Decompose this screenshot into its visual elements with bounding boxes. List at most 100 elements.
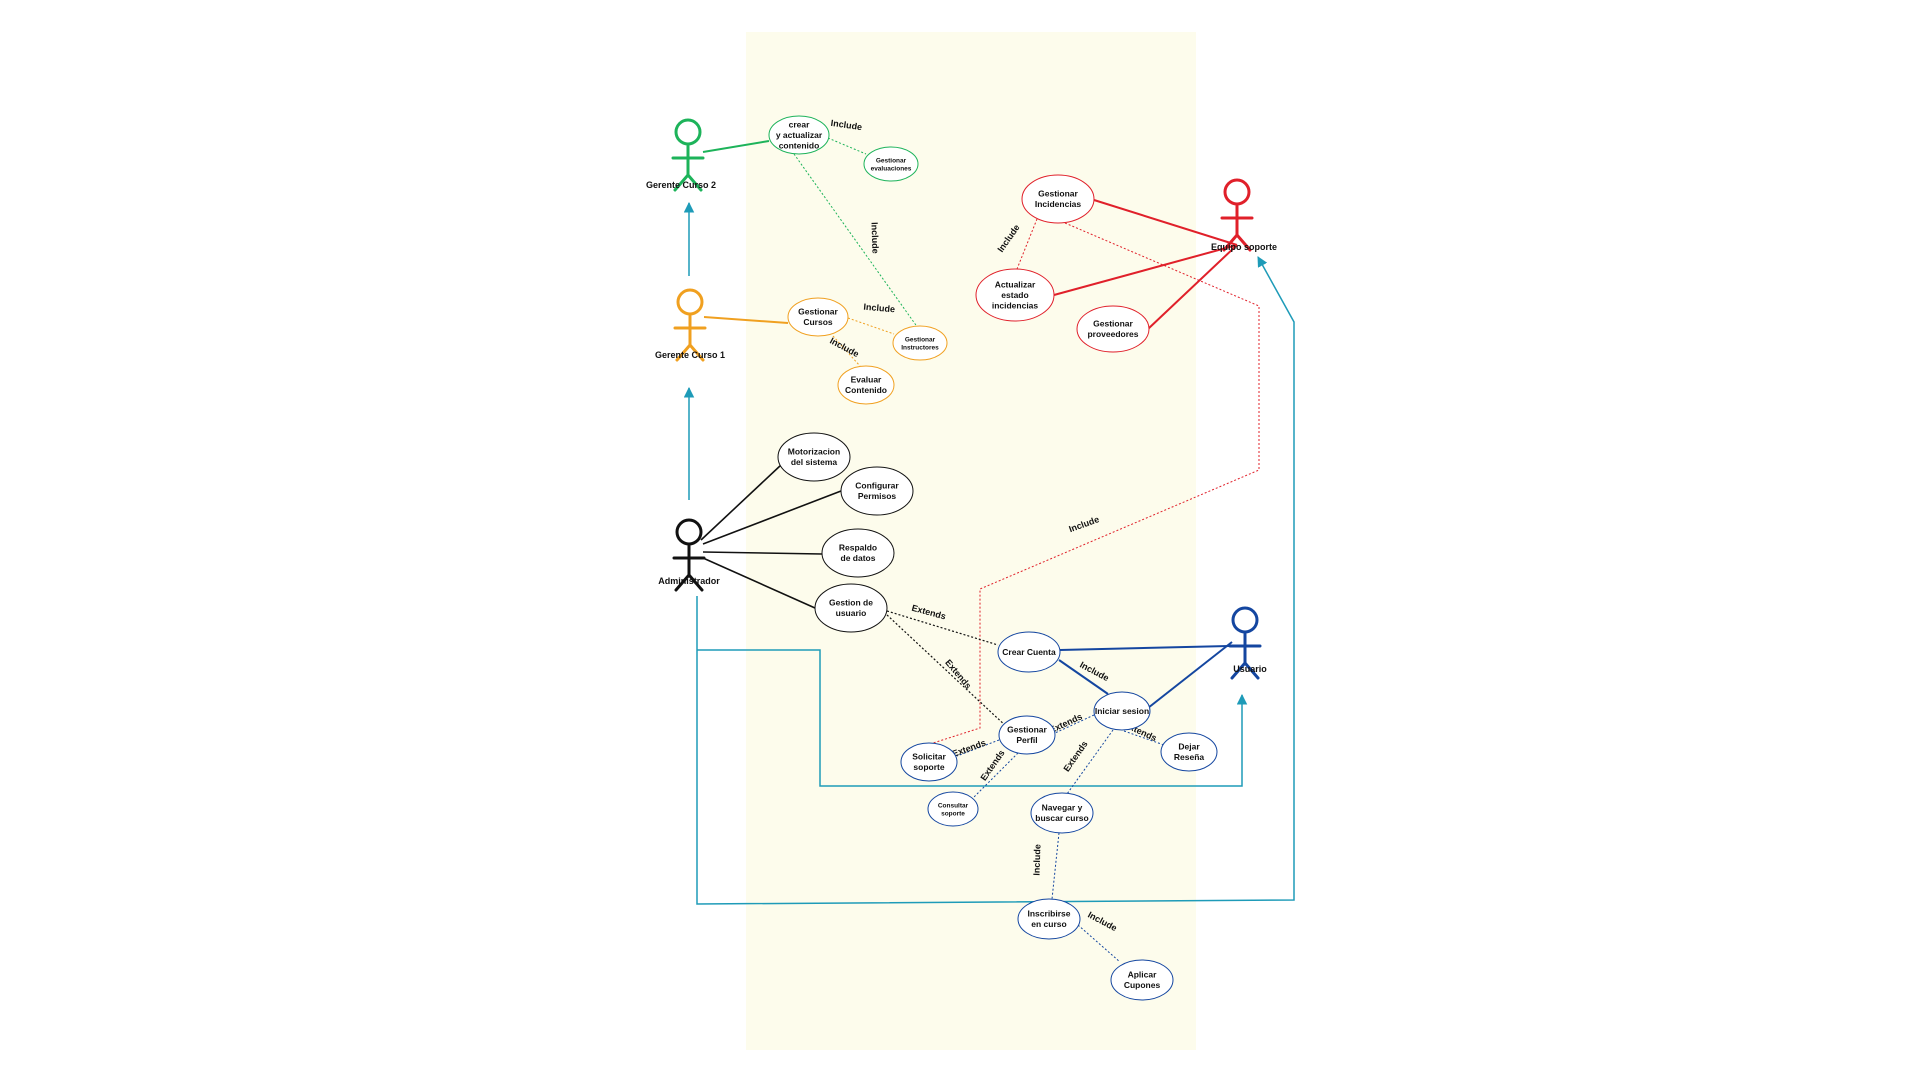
usecase-ellipse [1030, 792, 1094, 834]
actor-label: Usuario [1233, 664, 1267, 674]
usecase-label: proveedores [1087, 329, 1138, 339]
usecase-label: Instructores [901, 344, 939, 351]
usecase-label: Evaluar [851, 375, 882, 385]
association-line [1147, 641, 1233, 709]
usecase-label: Perfil [1016, 735, 1037, 745]
usecase-label: Motorizacion [788, 447, 840, 457]
actor-label: Gerente Curso 2 [646, 180, 716, 190]
usecase-ellipse [840, 466, 914, 516]
usecase-label: Gestionar [876, 157, 907, 164]
association-line [1059, 645, 1230, 651]
stick-figure-icon [1220, 178, 1254, 252]
usecase-ellipse [777, 432, 851, 482]
relation-label: Include [830, 118, 863, 132]
usecase-label: incidencias [992, 300, 1039, 310]
include-line [1016, 218, 1038, 270]
usecase-label: Actualizar [995, 279, 1036, 289]
usecase-label: Incidencias [1035, 199, 1082, 209]
association-line [703, 316, 789, 324]
actor-label: Administrador [658, 576, 720, 586]
usecase-label: contenido [779, 140, 820, 150]
extends-line [886, 610, 999, 646]
usecase-label: Solicitar [912, 752, 946, 762]
usecase-label: Configurar [855, 481, 899, 491]
usecase-label: y actualizar [776, 130, 823, 140]
usecase-ellipse [787, 297, 849, 337]
usecase-label: en curso [1031, 919, 1066, 929]
usecase-ellipse [1017, 898, 1081, 940]
usecase-label: Gestion de [829, 598, 873, 608]
usecase-crear-cuenta[interactable]: Crear Cuenta [997, 631, 1061, 673]
flow-connector [696, 256, 1295, 905]
actor-gerente1: Gerente Curso 1 [655, 288, 725, 362]
usecase-label: Gestionar [1007, 725, 1047, 735]
usecase-ellipse [1160, 732, 1218, 772]
extends-line [1054, 714, 1095, 734]
actor-usuario: Usuario [1228, 606, 1267, 680]
usecase-label: de datos [841, 553, 876, 563]
stick-figure-icon [672, 518, 706, 592]
relation-label: Include [869, 222, 880, 254]
include-line [847, 317, 895, 335]
actors: Gerente Curso 2 Gerente Curso 1 Administra… [646, 118, 1277, 680]
usecase-ellipse [768, 115, 830, 155]
usecase-label: Inscribirse [1028, 909, 1071, 919]
usecase-label: Aplicar [1128, 970, 1158, 980]
usecase-ellipse [997, 631, 1061, 673]
association-line [702, 490, 842, 545]
stick-figure-icon [671, 118, 705, 192]
actor-label: Equipo soporte [1211, 242, 1277, 252]
usecase-label: Gestionar [1093, 319, 1133, 329]
association-line [700, 464, 782, 541]
usecase-label: buscar curso [1035, 813, 1088, 823]
extends-line [1123, 730, 1168, 747]
system-boundary [746, 32, 1196, 1050]
usecase-label: Cupones [1124, 980, 1161, 990]
usecase-label: Permisos [858, 491, 897, 501]
usecase-label: del sistema [791, 457, 838, 467]
relation-label: Include [863, 302, 895, 315]
usecase-ellipse [892, 325, 948, 361]
usecase-label: Consultar [938, 802, 969, 809]
usecase-ellipse [814, 583, 888, 633]
flow-connector [697, 649, 1248, 787]
association-line [1093, 199, 1238, 246]
actor-soporte: Equipo soporte [1211, 178, 1277, 252]
usecase-ellipse [1076, 305, 1150, 353]
usecase-label: Navegar y [1042, 803, 1083, 813]
usecase-label: Gestionar [905, 336, 936, 343]
include-line [832, 335, 861, 367]
usecase-ellipse [1021, 174, 1095, 224]
usecase-label: Respaldo [839, 543, 877, 553]
usecase-ellipse [927, 791, 979, 827]
association-line [702, 140, 770, 153]
usecase-ellipse [1093, 691, 1151, 731]
extends-line [956, 739, 1000, 757]
usecase-label: evaluaciones [871, 165, 912, 172]
include-line [1051, 832, 1060, 900]
usecase-iniciar[interactable]: Iniciar sesion [1093, 691, 1151, 731]
extends-line [1066, 729, 1114, 795]
usecase-label: Reseña [1174, 752, 1205, 762]
usecase-ellipse [1110, 959, 1174, 1001]
